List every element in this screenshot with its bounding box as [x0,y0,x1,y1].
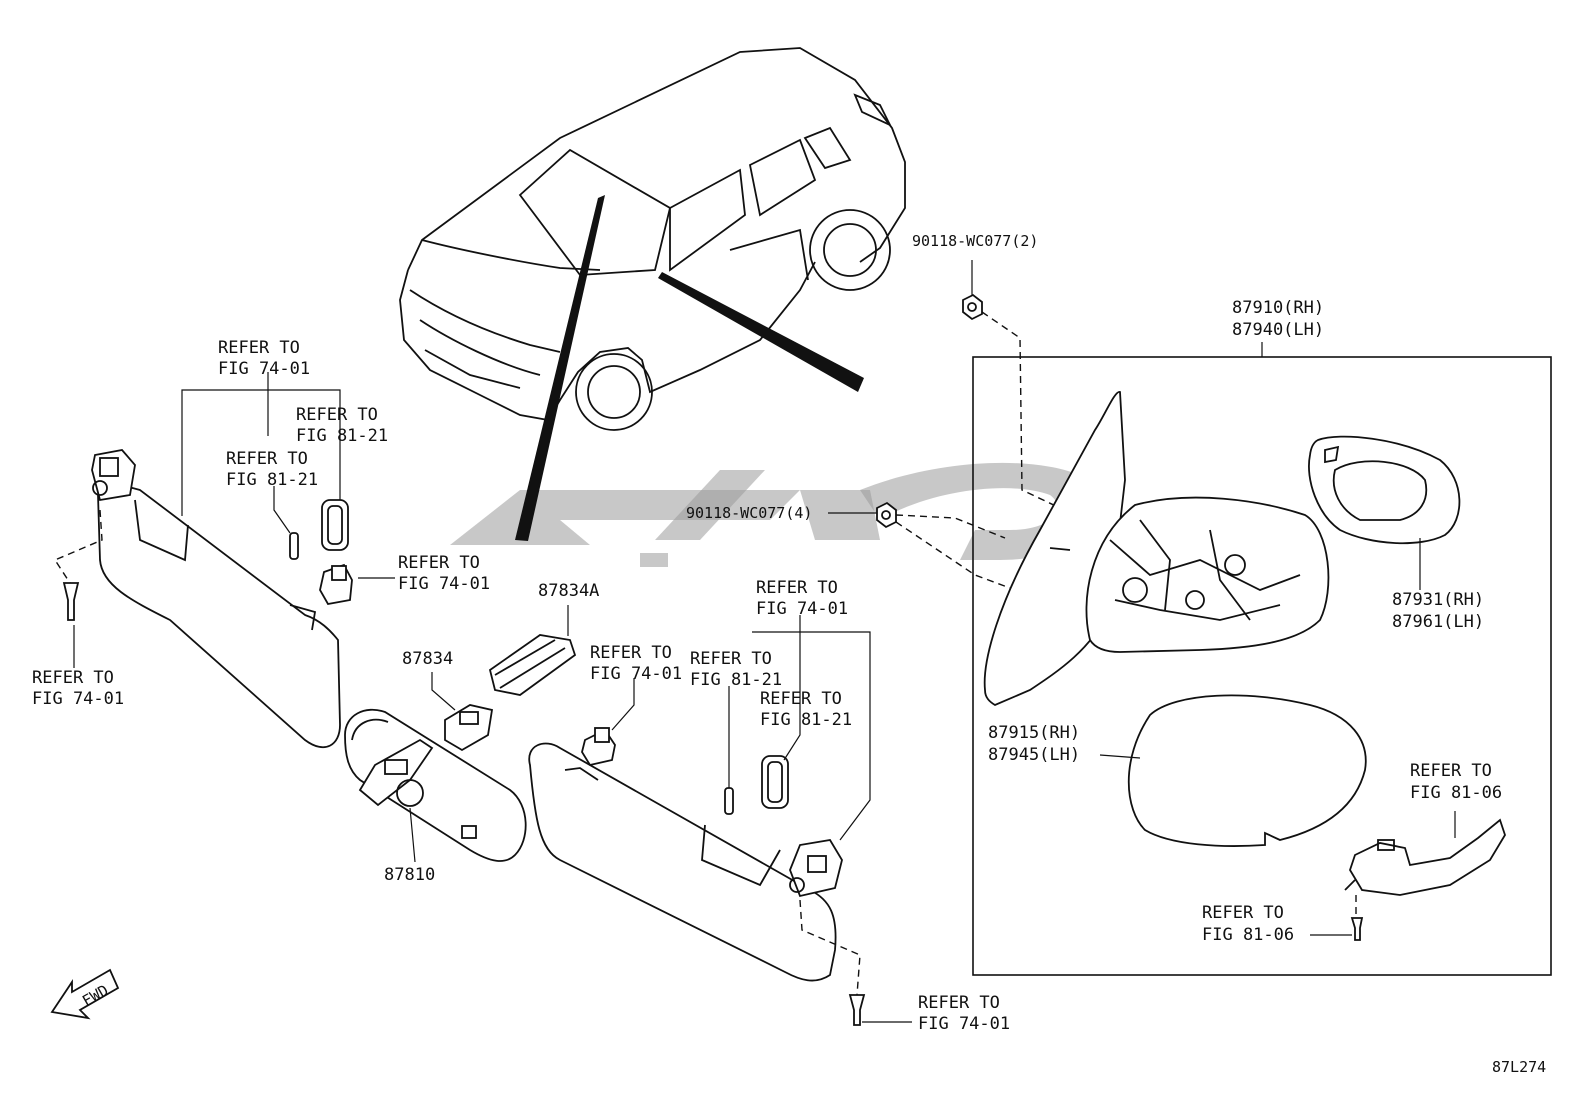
refer-74-01-mid-left-l2: FIG 74-01 [398,574,490,594]
refer-81-21-top-a-l1: REFER TO [296,405,378,425]
part-87810-label: 87810 [384,865,435,885]
right-screw-dashline [799,899,861,996]
refer-74-01-center-l1: REFER TO [590,643,672,663]
part-87834A-shape [488,634,577,696]
callout-pointers [515,195,864,541]
refer-74-01-bottom-l1: REFER TO [918,993,1000,1013]
mirror-assy-rh: 87910(RH) [1232,298,1324,318]
refer-81-21-center-a-l1: REFER TO [690,649,772,669]
leader-mirror-cover [1099,754,1141,759]
leader-87810 [409,807,416,863]
mirror-cover [1127,694,1367,847]
left-screw-dashline [53,509,103,584]
bolt-90118-2-label: 90118-WC077(2) [912,232,1038,250]
sun-visor-right [528,742,843,982]
left-leaders [73,372,395,668]
mirror-glass-rh: 87931(RH) [1392,590,1484,610]
part-87834-label: 87834 [402,649,453,669]
bolt-top-dashline [981,311,1061,509]
refer-81-21-top-b-l2: FIG 81-21 [226,470,318,490]
part-87834A-label: 87834A [538,581,599,601]
refer-81-06-bottom-l1: REFER TO [1202,903,1284,923]
refer-81-21-center-b-l2: FIG 81-21 [760,710,852,730]
fwd-arrow: FWD [50,968,120,1020]
mirror-cover-rh: 87915(RH) [988,723,1080,743]
refer-74-01-center-l2: FIG 74-01 [590,664,682,684]
bolt-nut-top [962,293,983,321]
left-visor-pin [289,532,299,560]
refer-81-21-top-b-l1: REFER TO [226,449,308,469]
refer-81-21-center-a-l2: FIG 81-21 [690,670,782,690]
sun-visor-left [91,449,341,749]
right-visor-pin [724,787,734,815]
refer-81-06-bottom-l2: FIG 81-06 [1202,925,1294,945]
turn-signal-lamp [1344,818,1506,896]
part-87834-shape [444,704,494,752]
left-visor-clip [319,563,353,605]
right-visor-bracket [761,755,789,809]
vehicle-outline [399,47,906,431]
right-visor-clip [581,727,616,767]
refer-81-21-top-a-l2: FIG 81-21 [296,426,388,446]
mirror-assy-lh: 87940(LH) [1232,320,1324,340]
refer-74-01-top-l2: FIG 74-01 [218,359,310,379]
refer-74-01-bottom-l2: FIG 74-01 [918,1014,1010,1034]
refer-81-06-right-l1: REFER TO [1410,761,1492,781]
turn-lamp-screw [1350,917,1364,941]
refer-74-01-left-l1: REFER TO [32,668,114,688]
bolt-mid-dashline [895,521,1011,589]
refer-74-01-left-l2: FIG 74-01 [32,689,124,709]
refer-81-06-right-l2: FIG 81-06 [1410,783,1502,803]
mirror-glass [1308,435,1461,545]
refer-74-01-center-right-l1: REFER TO [756,578,838,598]
refer-74-01-top-l1: REFER TO [218,338,300,358]
labels: REFER TO FIG 74-01 REFER TO FIG 81-21 RE… [32,232,1546,1076]
right-visor-screw [848,994,866,1026]
left-visor-screw [62,582,80,621]
center-leaders [611,615,912,1023]
bolt-90118-4-label: 90118-WC077(4) [686,504,812,522]
diagram-code: 87L274 [1492,1058,1546,1076]
mirror-housing [1085,496,1330,653]
refer-81-21-center-b-l1: REFER TO [760,689,842,709]
refer-74-01-center-right-l2: FIG 74-01 [756,599,848,619]
inner-mirror [344,708,527,862]
leader-87834 [431,672,456,711]
mirror-cover-lh: 87945(LH) [988,745,1080,765]
mirror-glass-lh: 87961(LH) [1392,612,1484,632]
refer-74-01-mid-left-l1: REFER TO [398,553,480,573]
left-visor-bracket [321,499,349,551]
